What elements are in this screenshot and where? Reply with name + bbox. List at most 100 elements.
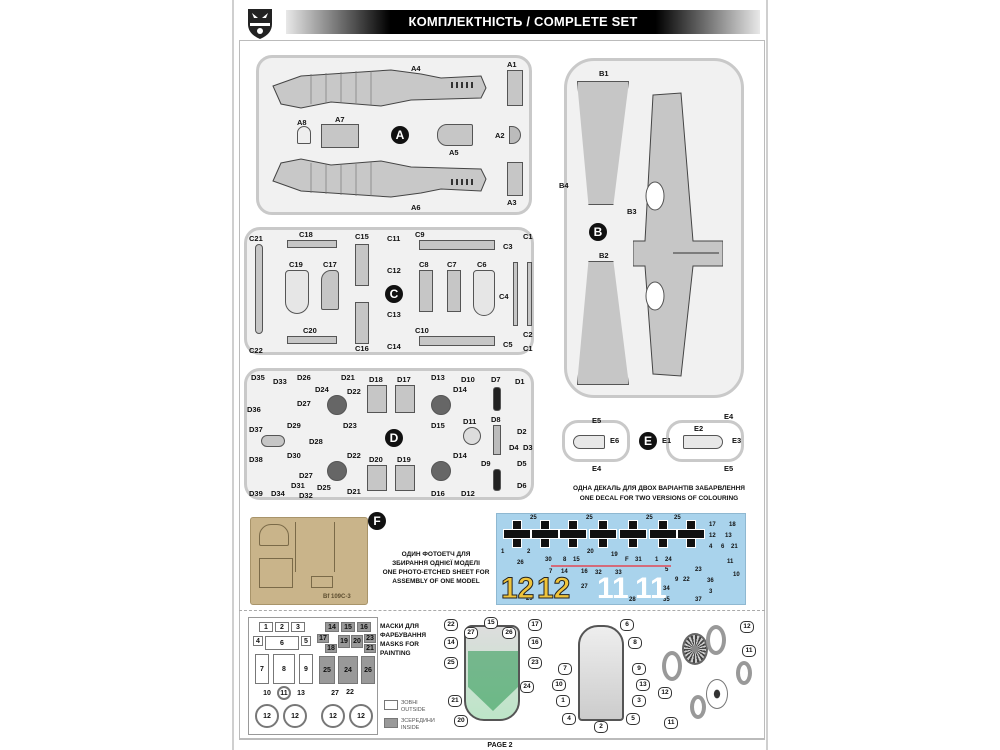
part-label: D1 (515, 377, 525, 386)
callout-2: 2 (594, 721, 608, 733)
page-number: PAGE 2 (487, 742, 513, 749)
aircraft-number-decal: 12 (536, 572, 571, 605)
hub-cap (706, 679, 728, 709)
part-label: E4 (724, 412, 734, 421)
legend-outside-swatch (384, 700, 398, 710)
sprue-b: B1 B2 B3 B4 B (559, 58, 744, 398)
mask-cell: 27 (331, 689, 339, 697)
balkenkreuz-decal (649, 520, 677, 548)
fin-stripe-decal (551, 565, 671, 567)
part-label: C18 (299, 230, 313, 239)
part-d22-wheel (327, 461, 347, 481)
decal-number: 2 (527, 549, 531, 555)
part-label: A8 (297, 118, 307, 127)
mask-cell: 1 (259, 622, 273, 632)
part-label: D39 (249, 489, 263, 498)
pe-note-ua-2: ЗБИРАННЯ ОДНІЄЇ МОДЕЛІ (392, 560, 480, 567)
masks-title-en-1: MASKS FOR (380, 641, 419, 648)
mask-cell: 5 (301, 636, 311, 646)
part-label: E6 (610, 436, 620, 445)
decal-number: 25 (586, 515, 593, 521)
part-label: C1 (523, 344, 533, 353)
tire-ring (690, 695, 706, 719)
pe-sheet-name: Bf 109C-3 (323, 594, 351, 600)
part-label: D30 (287, 451, 301, 460)
part-label: A3 (507, 198, 517, 207)
callout-22: 22 (444, 619, 458, 631)
part-c8 (419, 270, 433, 312)
sprue-e-right (666, 420, 744, 462)
decal-number: 17 (709, 522, 716, 528)
part-label: D37 (249, 425, 263, 434)
part-c10 (419, 336, 495, 346)
part-label: D27 (299, 471, 313, 480)
mask-ring: 12 (283, 704, 307, 728)
part-label: C6 (477, 260, 487, 269)
part-label: C21 (249, 234, 263, 243)
decal-number: 11 (727, 559, 734, 565)
part-e6 (573, 435, 605, 449)
part-label: A7 (335, 115, 345, 124)
part-label: D12 (461, 489, 475, 498)
part-label: D23 (343, 421, 357, 430)
mask-cell: 25 (319, 656, 335, 684)
callout-11: 11 (664, 717, 678, 729)
part-b1 (577, 81, 629, 205)
sprue-e-left (562, 420, 630, 462)
wheel-hub (682, 633, 708, 665)
part-label: D7 (491, 375, 501, 384)
decal-number: 4 (709, 544, 713, 550)
mask-cell: 15 (341, 622, 355, 632)
mask-sheet: 1 2 3 4 6 5 7 8 9 10 11 13 12 12 14 15 1… (248, 617, 378, 735)
decal-number: 10 (733, 572, 740, 578)
mask-cell: 14 (325, 622, 339, 632)
part-c16 (355, 302, 369, 344)
part-d11 (463, 427, 481, 445)
callout-21: 21 (448, 695, 462, 707)
decal-number: 25 (530, 515, 537, 521)
part-label: D14 (453, 451, 467, 460)
part-c4 (513, 262, 518, 326)
callout-10: 10 (552, 679, 566, 691)
part-label: C3 (503, 242, 513, 251)
decal-number: 1 (655, 557, 659, 563)
part-label: D17 (397, 375, 411, 384)
callout-12: 12 (658, 687, 672, 699)
pe-frame (259, 558, 293, 588)
mask-cell: 26 (361, 656, 375, 684)
balkenkreuz-decal (589, 520, 617, 548)
fuselage-left-part (272, 69, 487, 109)
mask-ring: 12 (321, 704, 345, 728)
part-label: C10 (415, 326, 429, 335)
part-label: E1 (662, 436, 672, 445)
decal-note-en: ONE DECAL FOR TWO VERSIONS OF COLOURING (579, 495, 739, 502)
part-label: D31 (291, 481, 305, 490)
part-label: A6 (411, 203, 421, 212)
decal-number: 36 (707, 578, 714, 584)
legend-outside-en: OUTSIDE (401, 707, 426, 713)
part-label: D19 (397, 455, 411, 464)
mask-cell: 9 (299, 654, 313, 684)
part-c18 (287, 240, 337, 248)
tire-ring (736, 661, 752, 685)
windscreen-diagram: 6 8 7 9 10 13 1 3 4 2 5 (552, 617, 652, 735)
part-label: A2 (495, 131, 505, 140)
decal-number: 37 (695, 597, 702, 603)
mask-cell: 7 (255, 654, 269, 684)
callout-4: 4 (562, 713, 576, 725)
legend-inside-en: INSIDE (401, 725, 420, 731)
tire-ring (662, 651, 682, 681)
callout-7: 7 (558, 663, 572, 675)
part-label: D10 (461, 375, 475, 384)
part-label: C16 (355, 344, 369, 353)
footer-divider (239, 738, 765, 739)
part-d37 (261, 435, 285, 447)
windscreen-frame (578, 625, 624, 721)
callout-15: 15 (484, 617, 498, 629)
decal-number: 21 (731, 544, 738, 550)
part-label: D18 (369, 375, 383, 384)
sprue-label-c: C (385, 285, 403, 303)
part-label: D38 (249, 455, 263, 464)
part-label: C19 (289, 260, 303, 269)
part-label: D29 (287, 421, 301, 430)
